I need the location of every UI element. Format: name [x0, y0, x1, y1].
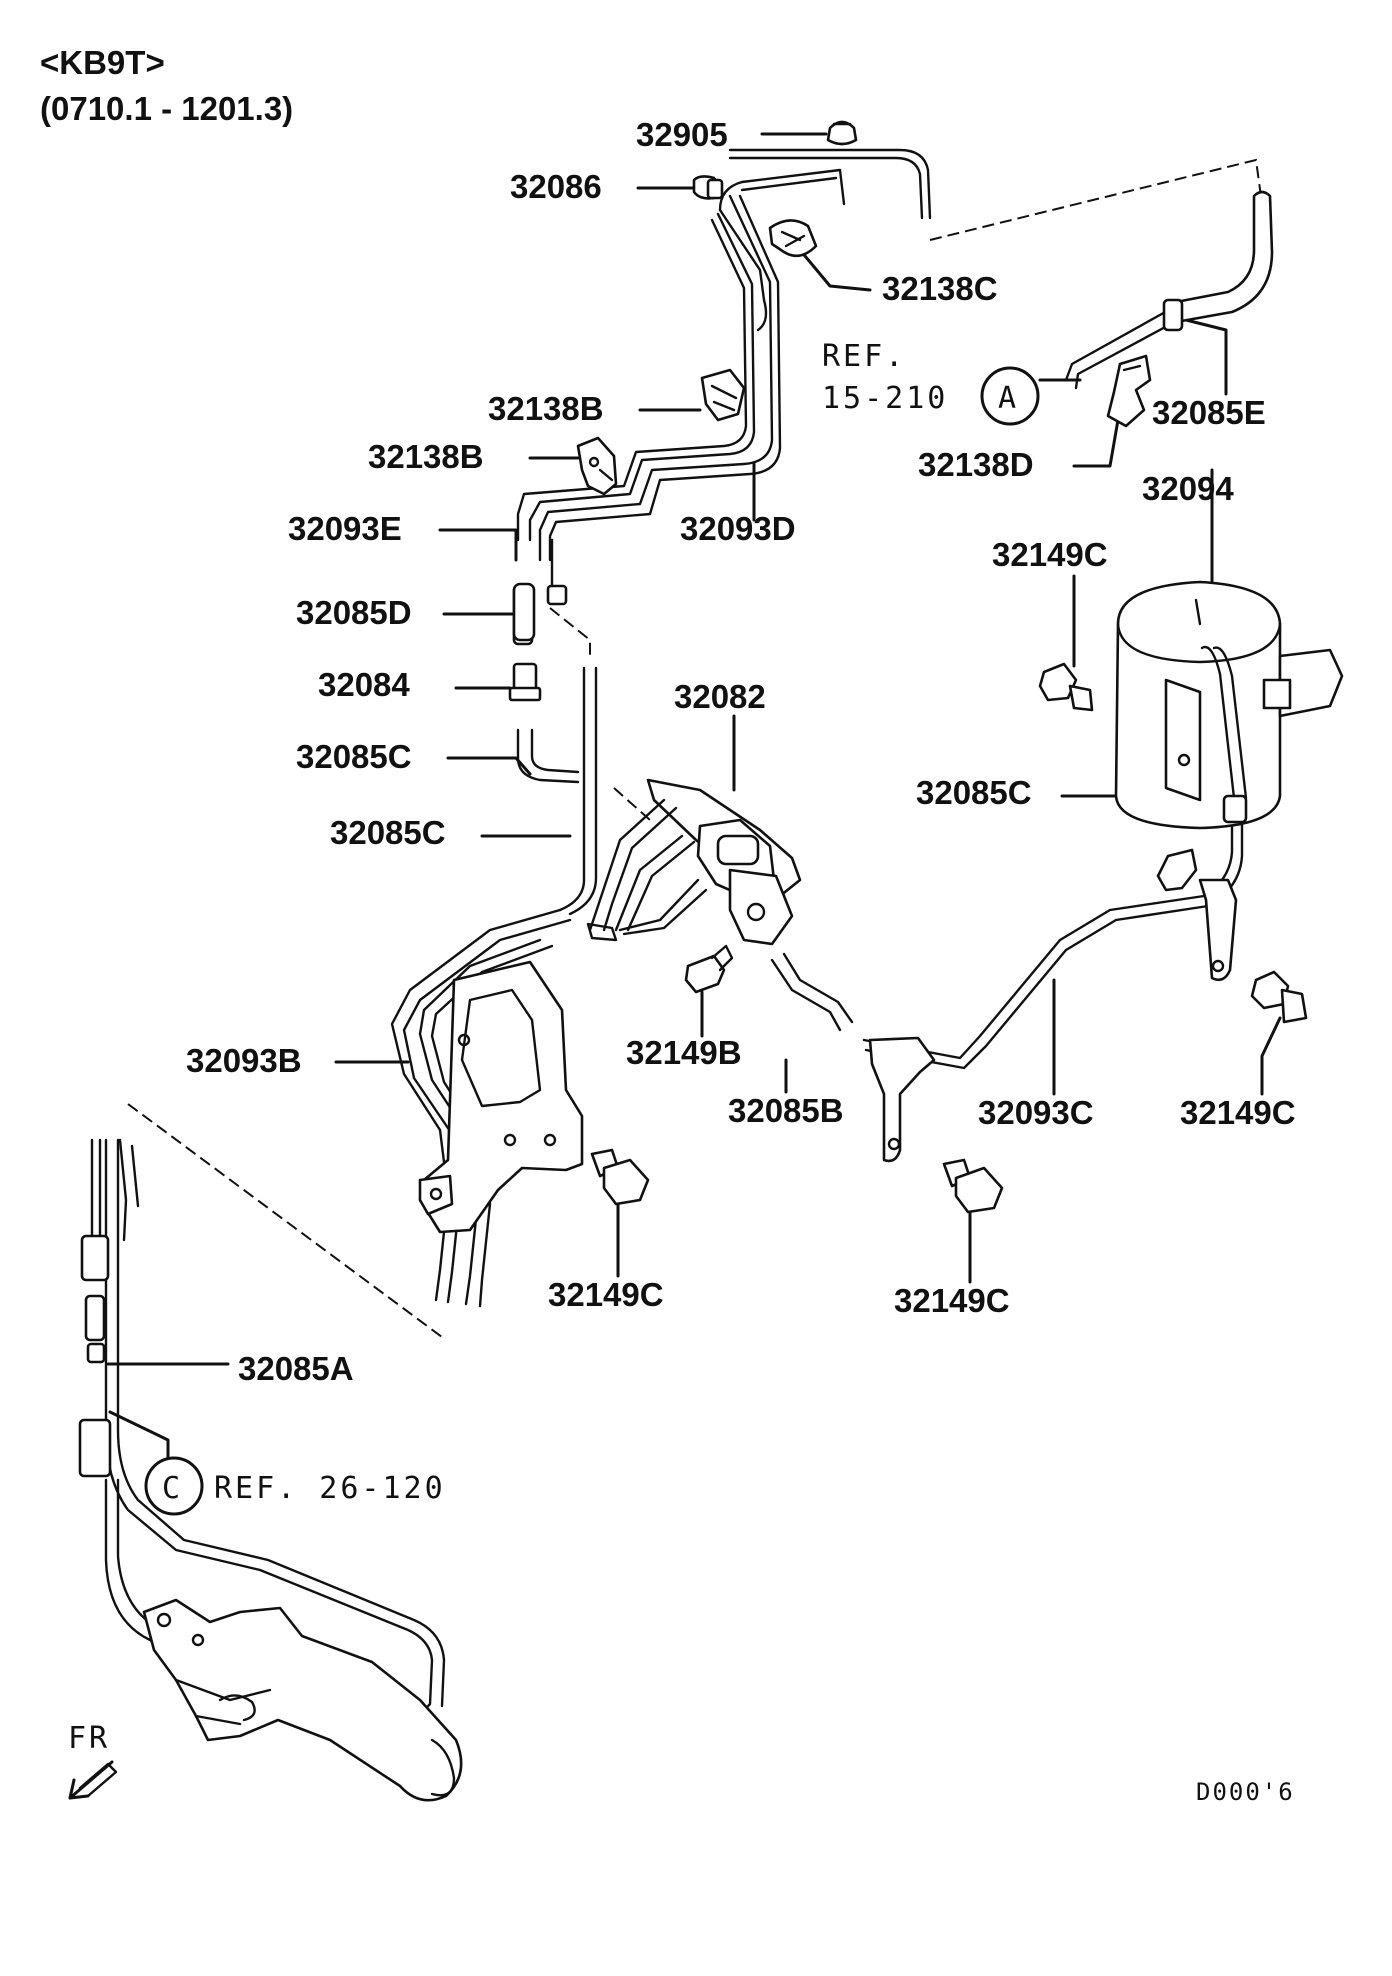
svg-text:C: C [162, 1471, 180, 1506]
hose-32085b [770, 952, 854, 1032]
reference-c-label: REF. 26-120 [214, 1471, 446, 1506]
front-indicator-label: FR [68, 1721, 110, 1756]
hose-32085e [1064, 190, 1274, 390]
callout-32149b: 32149B [626, 1034, 742, 1071]
callout-32905: 32905 [636, 116, 728, 153]
callout-32085e: 32085E [1152, 394, 1266, 431]
callout-32138c: 32138C [882, 270, 998, 307]
svg-text:A: A [998, 381, 1016, 416]
hose-32085c-left [516, 728, 580, 784]
hose-32085a [78, 1138, 446, 1715]
bolt-32149c-far-right [1250, 970, 1308, 1024]
drawing-code: D000'6 [1196, 1778, 1295, 1806]
vacuum-pump [142, 1598, 463, 1802]
callout-32149c-lower: 32149C [894, 1282, 1010, 1319]
fitting-32084 [508, 662, 542, 702]
callout-32085d: 32085D [296, 594, 412, 631]
clip-32138d [1106, 354, 1152, 428]
hose-32085d [512, 582, 536, 642]
callout-32085b: 32085B [728, 1092, 844, 1129]
leader-lines [106, 132, 1282, 1460]
callout-32085c-right: 32085C [916, 774, 1032, 811]
connection-lines [127, 158, 1263, 1341]
bolt-32149b [684, 944, 734, 994]
callout-32149c-far-right: 32149C [1180, 1094, 1296, 1131]
callout-32085c-left: 32085C [296, 738, 412, 775]
callout-32086: 32086 [510, 168, 602, 205]
vacuum-tank-32094 [1114, 580, 1344, 830]
callout-32138d: 32138D [918, 446, 1034, 483]
callout-32149c-center: 32149C [548, 1276, 664, 1313]
reference-a-marker: A [980, 366, 1040, 426]
callout-32094: 32094 [1142, 470, 1234, 507]
brake-pipe-32093c [862, 820, 1244, 1163]
callout-32085a: 32085A [238, 1350, 354, 1387]
callout-32138b-upper: 32138B [488, 390, 604, 427]
vacuum-valve-32082 [558, 666, 802, 946]
brake-pipe-32093b [390, 908, 584, 1308]
callout-32093d: 32093D [680, 510, 796, 547]
callout-32093c: 32093C [978, 1094, 1094, 1131]
clip-32138b-lower [576, 436, 618, 496]
reference-a-label: REF. [822, 339, 906, 374]
clip-32138c [768, 219, 818, 258]
callout-32149c-upper-right: 32149C [992, 536, 1108, 573]
plug-32086 [692, 175, 724, 200]
bolt-32149c-upper-right [1038, 662, 1094, 712]
reference-c-marker: C [144, 1456, 204, 1516]
callout-32093b: 32093B [186, 1042, 302, 1079]
callout-32082: 32082 [674, 678, 766, 715]
callout-32093e: 32093E [288, 510, 402, 547]
reference-a-page: 15-210 [822, 381, 948, 416]
bolt-32149c-center [590, 1148, 650, 1206]
clip-32138b-upper [700, 368, 746, 422]
front-arrow-icon [68, 1760, 118, 1800]
cap-32905 [826, 120, 858, 146]
callout-32085c-center: 32085C [330, 814, 446, 851]
callout-32084: 32084 [318, 666, 410, 703]
bolt-32149c-lower [942, 1158, 1004, 1214]
model-code: <KB9T> [40, 44, 165, 81]
callout-32138b-lower: 32138B [368, 438, 484, 475]
production-date-range: (0710.1 - 1201.3) [40, 90, 294, 127]
